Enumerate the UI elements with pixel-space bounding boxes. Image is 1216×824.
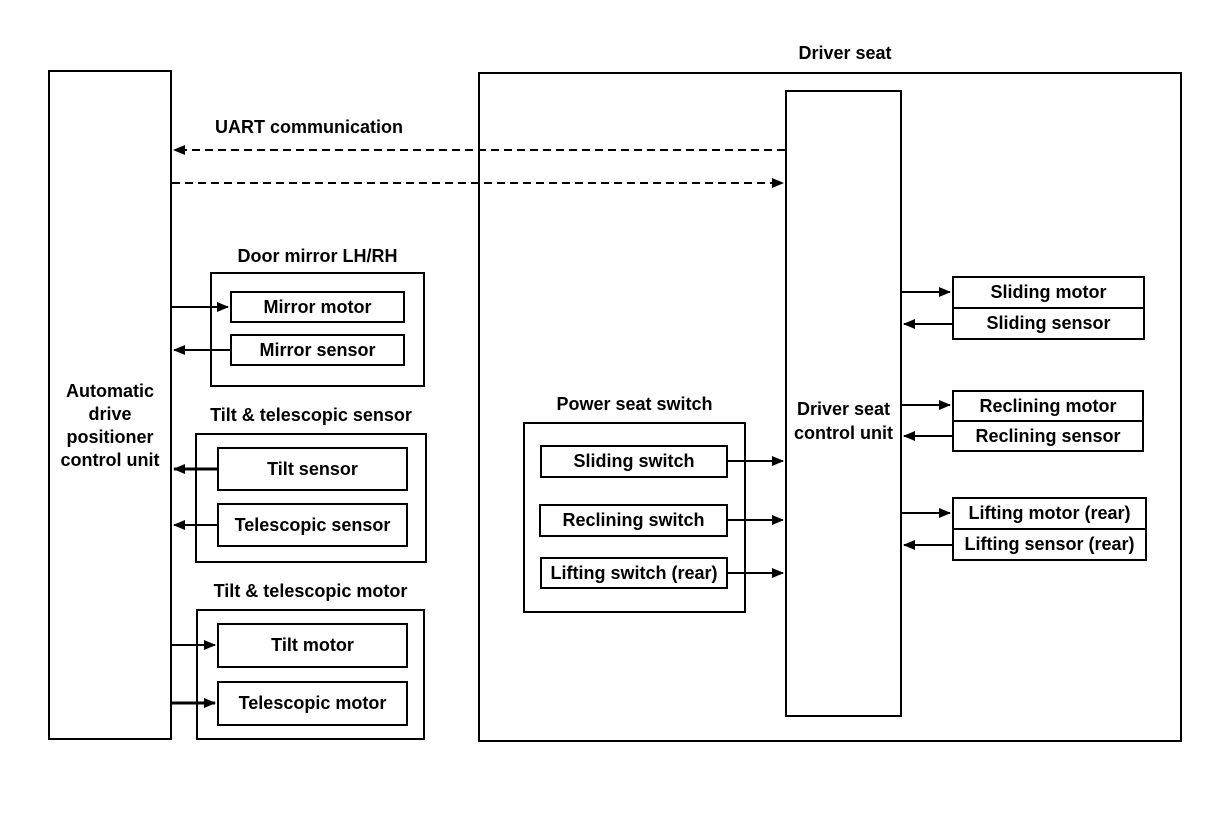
group-box-power-seat-switch (523, 422, 746, 613)
component-reclining-sensor: Reclining sensor (954, 420, 1142, 450)
automatic-drive-positioner-control-unit-label: Automatic drive positioner control unit (50, 380, 170, 472)
sliding-motor-label: Sliding motor (990, 282, 1107, 302)
telescopic-sensor-label: Telescopic sensor (234, 514, 391, 535)
group-box-tilt-telescopic-sensor (195, 433, 427, 563)
dscu-label-line-2: control unit (794, 423, 893, 443)
stack-reclining: Reclining motor Reclining sensor (952, 390, 1144, 452)
component-tilt-sensor: Tilt sensor (217, 447, 408, 491)
stack-sliding: Sliding motor Sliding sensor (952, 276, 1145, 340)
component-telescopic-sensor: Telescopic sensor (217, 503, 408, 547)
group-title-tilt-telescopic-motor: Tilt & telescopic motor (213, 581, 408, 601)
component-sliding-switch: Sliding switch (540, 445, 728, 478)
component-reclining-motor: Reclining motor (954, 392, 1142, 420)
adp-label-line-3: positioner (66, 427, 154, 447)
component-reclining-switch: Reclining switch (539, 504, 728, 537)
driver-seat-control-unit-label: Driver seat control unit (787, 397, 900, 445)
component-sliding-sensor: Sliding sensor (954, 307, 1143, 338)
component-mirror-motor: Mirror motor (230, 291, 405, 323)
group-title-tilt-telescopic-sensor: Tilt & telescopic sensor (210, 405, 412, 425)
reclining-motor-label: Reclining motor (979, 395, 1117, 416)
mirror-motor-label: Mirror motor (263, 296, 372, 317)
reclining-switch-label: Reclining switch (562, 510, 705, 530)
driver-seat-title: Driver seat (798, 43, 892, 63)
group-title-power-seat-switch: Power seat switch (556, 394, 713, 414)
component-lifting-sensor-rear: Lifting sensor (rear) (954, 528, 1145, 559)
lifting-sensor-rear-label: Lifting sensor (rear) (964, 534, 1135, 554)
component-telescopic-motor: Telescopic motor (217, 681, 408, 726)
mirror-sensor-label: Mirror sensor (259, 339, 376, 360)
tilt-motor-label: Tilt motor (271, 635, 354, 655)
driver-seat-control-unit-box: Driver seat control unit (785, 90, 902, 717)
driver-seat-outer-box (478, 72, 1182, 742)
adp-label-line-4: control unit (60, 450, 160, 470)
lifting-switch-rear-label: Lifting switch (rear) (550, 562, 718, 583)
component-tilt-motor: Tilt motor (217, 623, 408, 668)
telescopic-motor-label: Telescopic motor (238, 693, 387, 713)
component-lifting-motor-rear: Lifting motor (rear) (954, 499, 1145, 528)
tilt-sensor-label: Tilt sensor (267, 458, 358, 479)
group-box-door-mirror (210, 272, 425, 387)
component-mirror-sensor: Mirror sensor (230, 334, 405, 366)
group-box-tilt-telescopic-motor (196, 609, 425, 740)
dscu-label-line-1: Driver seat (796, 399, 891, 419)
uart-communication-label: UART communication (215, 117, 404, 137)
automatic-drive-positioner-control-unit-box: Automatic drive positioner control unit (48, 70, 172, 740)
sliding-sensor-label: Sliding sensor (986, 313, 1111, 333)
sliding-switch-label: Sliding switch (573, 451, 695, 471)
component-sliding-motor: Sliding motor (954, 278, 1143, 307)
adp-label-line-1: Automatic (65, 381, 154, 401)
group-title-door-mirror: Door mirror LH/RH (237, 246, 398, 266)
adp-label-line-2: drive (88, 404, 132, 424)
component-lifting-switch-rear: Lifting switch (rear) (540, 557, 728, 589)
stack-lifting: Lifting motor (rear) Lifting sensor (rea… (952, 497, 1147, 561)
lifting-motor-rear-label: Lifting motor (rear) (968, 503, 1131, 523)
reclining-sensor-label: Reclining sensor (975, 425, 1121, 446)
